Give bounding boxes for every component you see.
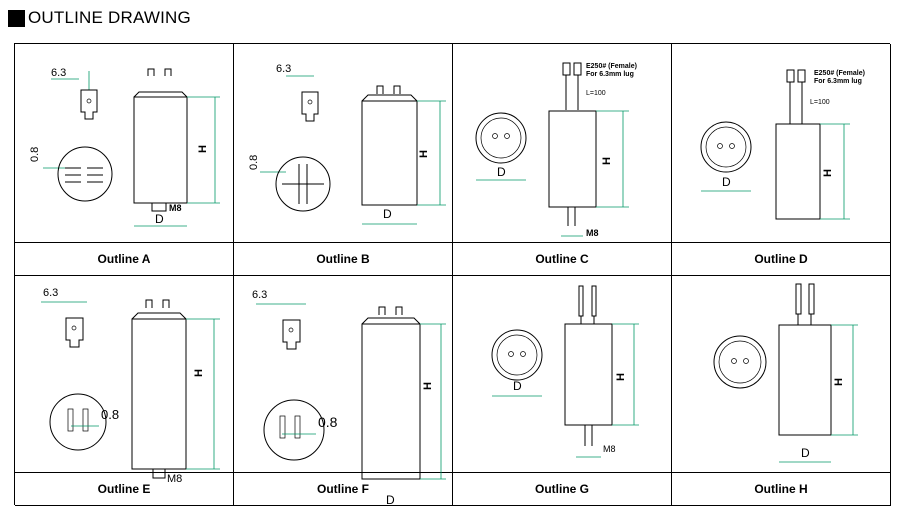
svg-text:L=100: L=100 bbox=[810, 99, 830, 106]
svg-text:H: H bbox=[193, 369, 205, 377]
svg-text:H: H bbox=[418, 150, 430, 158]
svg-text:For 6.3mm lug: For 6.3mm lug bbox=[814, 78, 862, 85]
top-view-circle: D bbox=[475, 112, 527, 181]
svg-text:M8: M8 bbox=[167, 473, 182, 485]
drawing-cell-b: 6.3 0.8 H D bbox=[234, 44, 453, 243]
svg-text:M8: M8 bbox=[169, 203, 182, 213]
svg-text:0.8: 0.8 bbox=[101, 407, 119, 422]
drawing-cell-h: H D bbox=[672, 276, 891, 473]
lead-wires: E250# (Female) For 6.3mm lug L=100 bbox=[786, 69, 865, 124]
drawing-cell-d: E250# (Female) For 6.3mm lug L=100 D H bbox=[672, 44, 891, 243]
tab-terminal-detail: 6.3 bbox=[276, 63, 319, 122]
svg-text:0.8: 0.8 bbox=[29, 147, 41, 162]
svg-text:H: H bbox=[601, 157, 613, 165]
side-view-body: M8 H D bbox=[133, 68, 220, 227]
outline-b-drawing: 6.3 0.8 H D bbox=[248, 63, 446, 225]
svg-text:D: D bbox=[155, 212, 164, 226]
svg-text:M8: M8 bbox=[586, 228, 599, 238]
svg-text:L=100: L=100 bbox=[586, 90, 606, 97]
drawing-cell-a: 6.3 0.8 M8 H bbox=[15, 44, 234, 243]
svg-text:6.3: 6.3 bbox=[51, 67, 66, 79]
outline-grid: 6.3 0.8 M8 H bbox=[14, 43, 891, 507]
side-view-body: H M8 bbox=[548, 110, 629, 238]
svg-text:0.8: 0.8 bbox=[248, 155, 260, 170]
side-view-body: H bbox=[775, 123, 850, 220]
tab-terminal-detail: 6.3 bbox=[41, 287, 87, 348]
outline-f-label: Outline F bbox=[234, 473, 453, 506]
svg-text:0.8: 0.8 bbox=[318, 414, 338, 430]
svg-text:E250# (Female): E250# (Female) bbox=[586, 63, 637, 70]
svg-text:H: H bbox=[615, 373, 627, 381]
drawing-cell-e: 6.3 0.8 H M8 bbox=[15, 276, 234, 485]
side-view-body: H D bbox=[361, 85, 446, 225]
outline-g-drawing: D H M8 bbox=[491, 285, 639, 458]
outline-a-label: Outline A bbox=[15, 243, 234, 276]
lead-wires bbox=[795, 283, 815, 325]
svg-text:H: H bbox=[197, 145, 209, 153]
svg-text:6.3: 6.3 bbox=[252, 289, 267, 301]
outline-e-drawing: 6.3 0.8 H M8 bbox=[41, 287, 220, 485]
outline-h-drawing: H D bbox=[713, 283, 858, 463]
svg-text:6.3: 6.3 bbox=[43, 287, 58, 299]
side-view-body: H M8 bbox=[131, 299, 220, 485]
outline-d-drawing: E250# (Female) For 6.3mm lug L=100 D H bbox=[700, 69, 865, 220]
drawing-cell-c: E250# (Female) For 6.3mm lug L=100 D H M… bbox=[453, 44, 672, 243]
page-title: OUTLINE DRAWING bbox=[28, 8, 191, 27]
svg-text:E250# (Female): E250# (Female) bbox=[814, 70, 865, 77]
top-view-circle: 0.8 bbox=[49, 393, 119, 451]
svg-text:D: D bbox=[513, 379, 522, 393]
top-view-circle: 0.8 bbox=[29, 146, 113, 202]
tab-terminal-detail: 6.3 bbox=[252, 289, 306, 350]
svg-text:D: D bbox=[386, 493, 395, 507]
side-view-body: H D bbox=[778, 324, 858, 463]
svg-text:D: D bbox=[801, 446, 810, 460]
top-view-circle: 0.8 bbox=[248, 155, 331, 212]
side-view-body: H D bbox=[361, 306, 446, 507]
outline-g-label: Outline G bbox=[453, 473, 672, 506]
outline-f-drawing: 6.3 0.8 H D bbox=[252, 289, 446, 507]
top-view-circle: D bbox=[491, 329, 543, 397]
outline-b-label: Outline B bbox=[234, 243, 453, 276]
svg-text:6.3: 6.3 bbox=[276, 63, 291, 75]
drawing-cell-g: D H M8 bbox=[453, 276, 672, 473]
svg-text:D: D bbox=[722, 175, 731, 189]
svg-text:H: H bbox=[833, 378, 845, 386]
outline-e-label: Outline E bbox=[15, 473, 234, 506]
top-view-circle bbox=[713, 335, 767, 389]
outline-c-drawing: E250# (Female) For 6.3mm lug L=100 D H M… bbox=[475, 62, 637, 238]
lead-wires bbox=[578, 285, 597, 324]
svg-text:M8: M8 bbox=[603, 444, 616, 454]
outline-a-drawing: 6.3 0.8 M8 H bbox=[29, 67, 220, 227]
svg-text:D: D bbox=[383, 207, 392, 221]
drawing-cell-f: 6.3 0.8 H D bbox=[234, 276, 453, 507]
svg-text:For 6.3mm lug: For 6.3mm lug bbox=[586, 71, 634, 78]
header-square-icon bbox=[8, 9, 25, 27]
svg-text:D: D bbox=[497, 165, 506, 179]
outline-h-label: Outline H bbox=[672, 473, 891, 506]
svg-text:H: H bbox=[422, 382, 434, 390]
side-view-body: H M8 bbox=[564, 323, 639, 458]
outline-d-label: Outline D bbox=[672, 243, 891, 276]
top-view-circle: D bbox=[700, 121, 752, 192]
svg-text:H: H bbox=[822, 169, 834, 177]
outline-c-label: Outline C bbox=[453, 243, 672, 276]
lead-wires: E250# (Female) For 6.3mm lug L=100 bbox=[562, 62, 637, 110]
top-view-circle: 0.8 bbox=[263, 399, 338, 461]
page-header: OUTLINE DRAWING bbox=[8, 8, 191, 28]
tab-terminal-detail: 6.3 bbox=[51, 67, 98, 120]
